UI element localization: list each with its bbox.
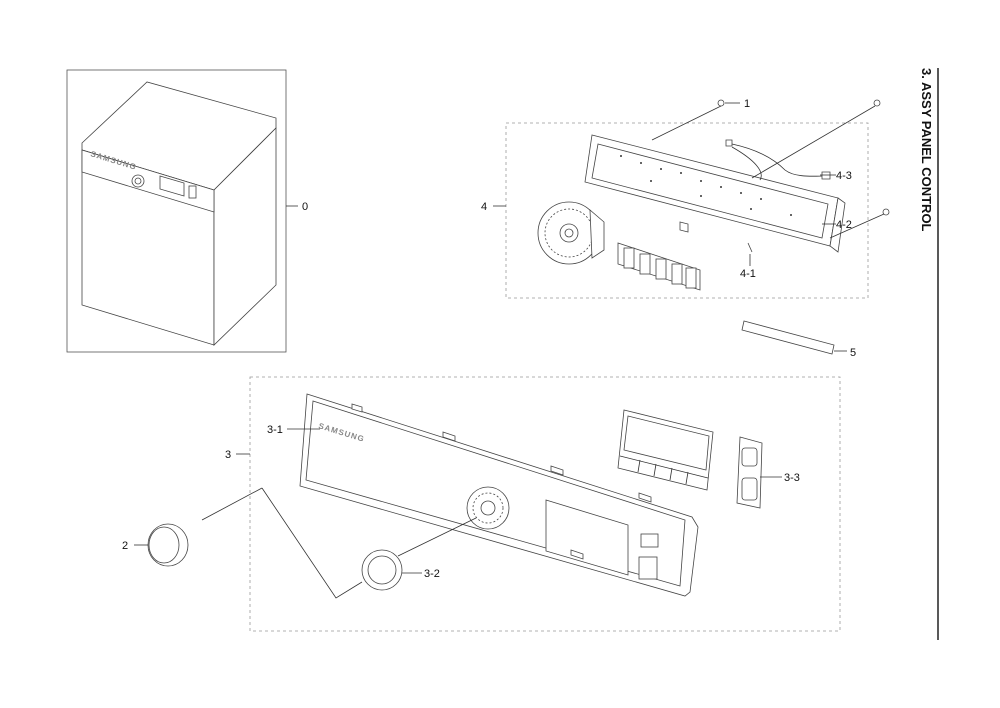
assembly-guide-line-2 [261, 487, 363, 599]
callout-5: 5 [850, 347, 856, 359]
callout-0: 0 [302, 201, 308, 213]
callout-3: 3 [225, 449, 231, 461]
part-5-trim-strip [741, 320, 835, 355]
part-4-pcb-frame [584, 134, 846, 253]
callout-4-3: 4-3 [836, 170, 852, 182]
callout-4-1: 4-1 [740, 268, 756, 280]
part-3-panel: SAMSUNG [299, 393, 699, 597]
part-0-cabinet: SAMSUNG [66, 69, 287, 353]
diagram-title: 3. ASSY PANEL CONTROL [919, 68, 934, 232]
callout-3-3: 3-3 [784, 472, 800, 484]
part-3-group-box [249, 376, 841, 632]
part-4-encoder-wheel [537, 201, 605, 265]
callout-3-1: 3-1 [267, 424, 283, 436]
callout-3-2: 3-2 [424, 568, 440, 580]
part-4-3-wire-harness [725, 139, 831, 181]
part-3-display-window [617, 409, 714, 491]
part-0-frame [66, 69, 287, 353]
part-2-knob [147, 523, 189, 567]
part-3-2-ring [361, 549, 403, 591]
part-1-screw [717, 99, 725, 107]
assembly-guide-line [201, 487, 263, 521]
part-4-button-holder [617, 242, 701, 291]
callout-2: 2 [122, 540, 128, 552]
callout-1: 1 [744, 98, 750, 110]
callout-4: 4 [481, 201, 487, 213]
callout-4-2: 4-2 [836, 219, 852, 231]
part-3-3-button-cover [736, 436, 763, 509]
